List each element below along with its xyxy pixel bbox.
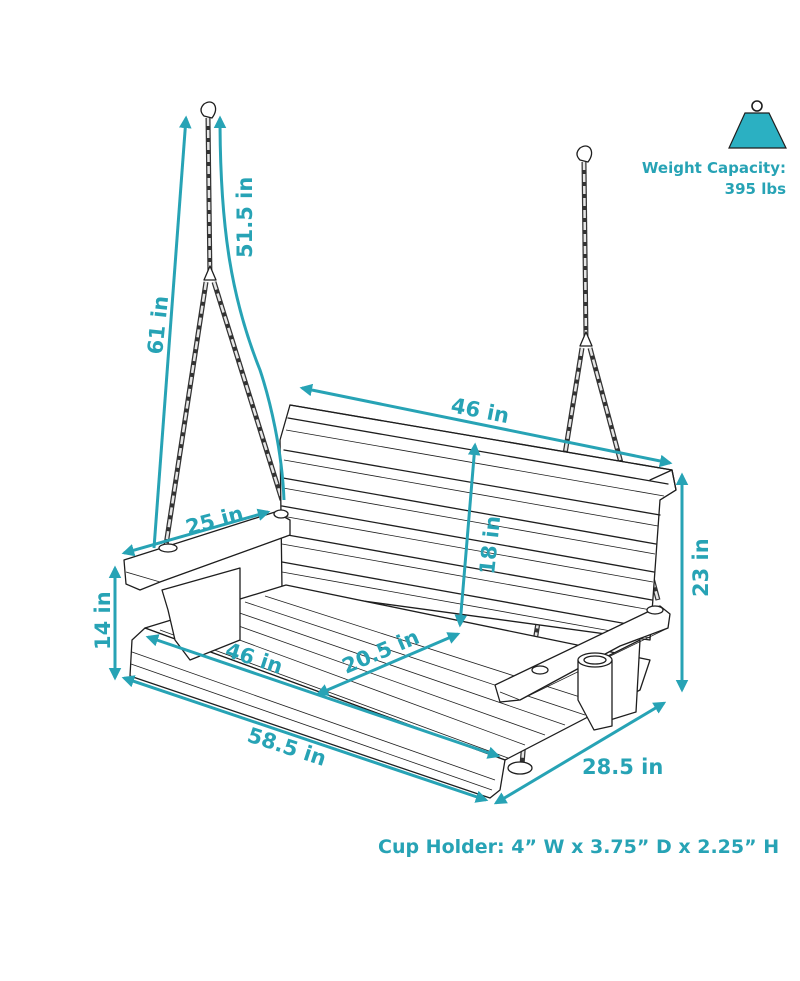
label-backrest-width: 46 in [449, 393, 511, 428]
label-51-5in: 51.5 in [233, 177, 257, 258]
label-overall-depth: 28.5 in [582, 755, 663, 779]
weight-icon [728, 100, 787, 149]
porch-swing-illustration [123, 101, 677, 799]
dim-line-51-5in [213, 115, 286, 501]
weight-capacity: Weight Capacity: 395 lbs [642, 158, 786, 200]
weight-capacity-value: 395 lbs [724, 180, 786, 198]
label-overall-height: 23 in [689, 538, 713, 597]
cup-holder-dimensions: Cup Holder: 4” W x 3.75” D x 2.25” H [378, 836, 780, 858]
dim-line-overall-width [121, 675, 489, 803]
weight-capacity-label: Weight Capacity: [641, 159, 786, 177]
label-seat-height: 14 in [91, 591, 115, 650]
dim-line-overall-depth [493, 701, 667, 805]
dimension-lines [108, 115, 689, 805]
left-chain [163, 101, 285, 546]
dim-line-backrest-height [454, 442, 481, 628]
dim-line-armrest [121, 508, 271, 557]
dim-line-61in [152, 115, 192, 549]
dim-line-backrest-width [299, 383, 673, 468]
